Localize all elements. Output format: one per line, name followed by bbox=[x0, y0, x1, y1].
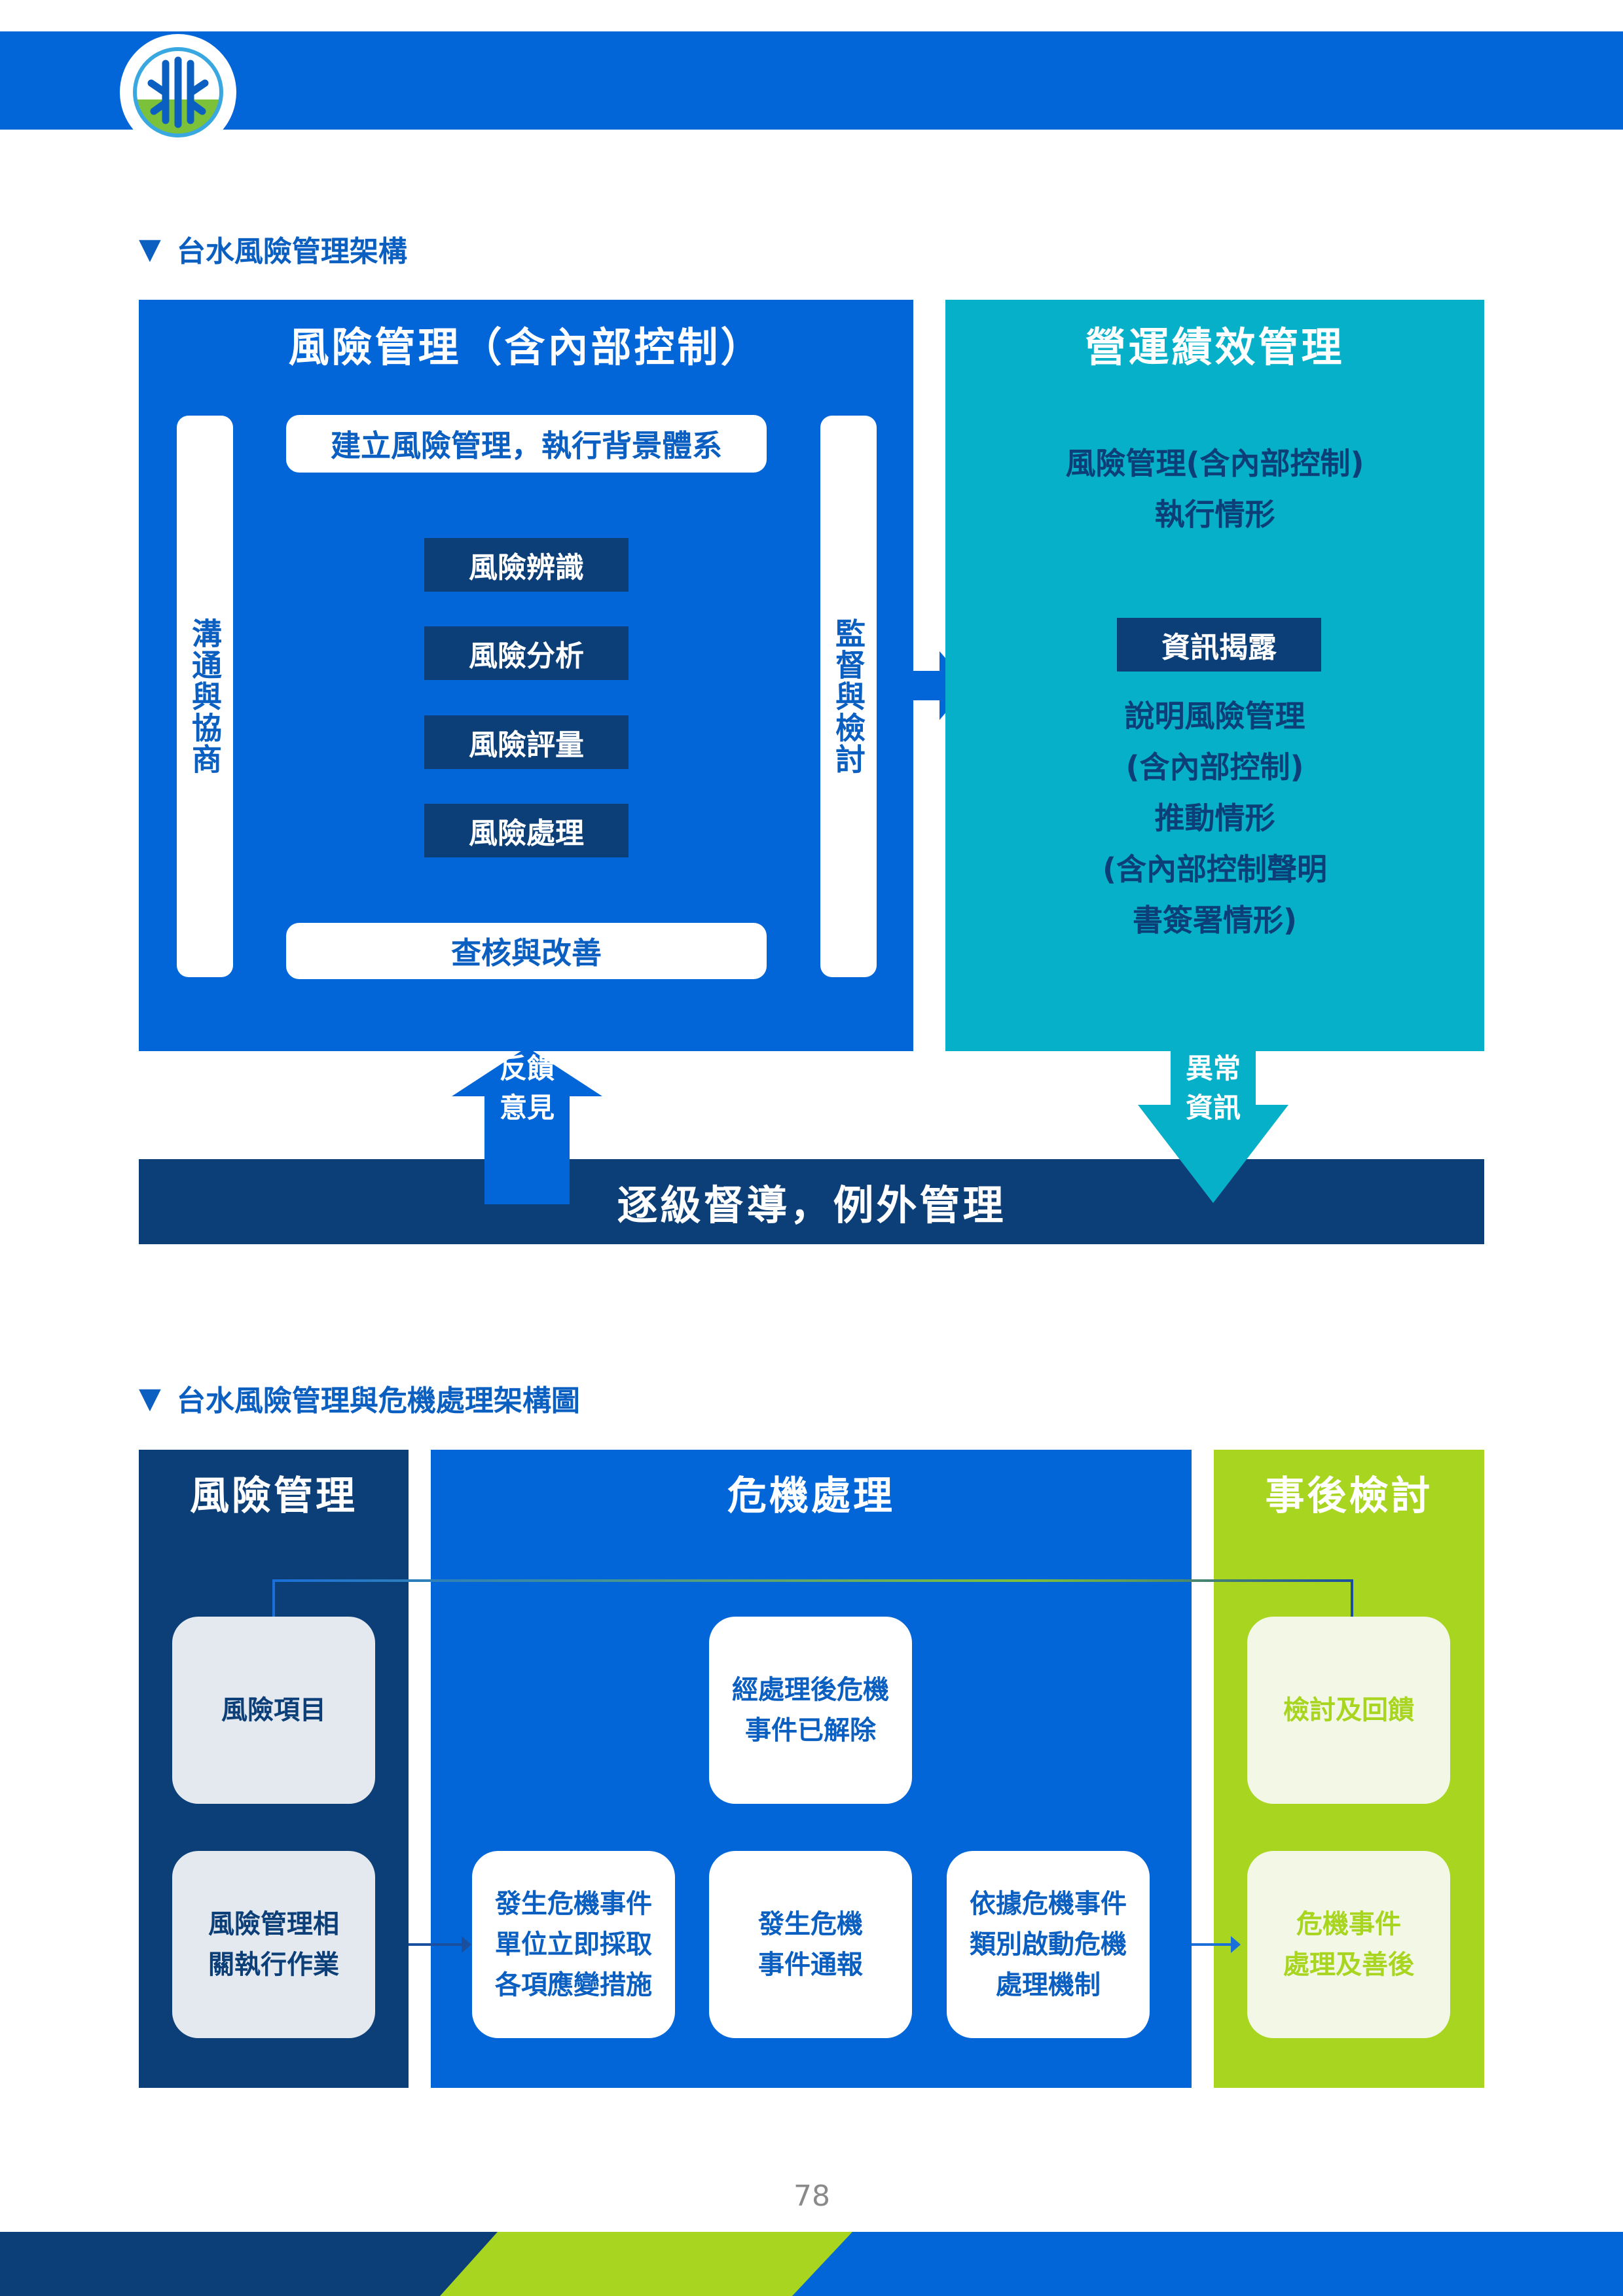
arrow-right-icon bbox=[913, 651, 969, 720]
col-crisis-title: 危機處理 bbox=[727, 1473, 895, 1519]
execution-status-line2: 執行情形 bbox=[1154, 497, 1275, 532]
crisis-mechanism-card: 依據危機事件 類別啟動危機 處理機制 bbox=[947, 1851, 1150, 2038]
disclosure-description: 說明風險管理 (含內部控制) 推動情形 (含內部控制聲明 書簽署情形) bbox=[945, 691, 1484, 946]
escalation-bar: 逐級督導，例外管理 bbox=[139, 1159, 1484, 1244]
disclosure-line: 推動情形 bbox=[1154, 800, 1275, 836]
emergency-measures-card: 發生危機事件 單位立即採取 各項應變措施 bbox=[472, 1851, 675, 2038]
step-analysis: 風險分析 bbox=[424, 626, 629, 680]
establish-system-pill: 建立風險管理，執行背景體系 bbox=[286, 415, 767, 473]
footer-band bbox=[0, 2232, 1623, 2296]
disclosure-line: (含內部控制聲明 bbox=[1102, 852, 1328, 887]
abnormal-info-label: 異常 資訊 bbox=[1185, 1052, 1241, 1124]
arrow-up-icon bbox=[452, 1047, 602, 1204]
review-feedback-card: 檢討及回饋 bbox=[1247, 1617, 1450, 1804]
page-number: 78 bbox=[793, 2179, 830, 2213]
audit-improvement-pill: 查核與改善 bbox=[286, 923, 767, 979]
crisis-resolved-card: 經處理後危機 事件已解除 bbox=[709, 1617, 912, 1804]
step-treatment: 風險處理 bbox=[424, 804, 629, 857]
disclosure-line: (含內部控制) bbox=[1125, 749, 1304, 785]
framework2-heading: ▼ 台水風險管理與危機處理架構圖 bbox=[139, 1381, 580, 1418]
arrow-down-icon bbox=[1138, 1051, 1288, 1203]
risk-management-title: 風險管理（含內部控制） bbox=[288, 323, 764, 371]
risk-operations-card: 風險管理相 關執行作業 bbox=[172, 1851, 375, 2038]
aftermath-card: 危機事件 處理及善後 bbox=[1247, 1851, 1450, 2038]
triangle-down-icon: ▼ bbox=[139, 1381, 161, 1415]
risk-items-card: 風險項目 bbox=[172, 1617, 375, 1804]
disclosure-label: 資訊揭露 bbox=[1117, 618, 1321, 672]
performance-management-title: 營運績效管理 bbox=[1085, 323, 1345, 371]
feedback-label: 反饋 意見 bbox=[499, 1052, 555, 1124]
header-band bbox=[0, 31, 1623, 130]
col-review-title: 事後檢討 bbox=[1265, 1473, 1433, 1519]
col-risk-title: 風險管理 bbox=[190, 1473, 357, 1519]
performance-management-box bbox=[945, 300, 1484, 1051]
monitoring-pill: 監督與檢討 bbox=[820, 416, 877, 977]
triangle-down-icon: ▼ bbox=[139, 232, 161, 266]
water-drop-logo-icon bbox=[120, 34, 236, 151]
disclosure-line: 說明風險管理 bbox=[1124, 698, 1305, 734]
disclosure-line: 書簽署情形) bbox=[1132, 903, 1298, 938]
communication-pill: 溝通與協商 bbox=[177, 416, 233, 977]
execution-status-line1: 風險管理(含內部控制) bbox=[1065, 446, 1364, 481]
step-evaluation: 風險評量 bbox=[424, 715, 629, 769]
step-identification: 風險辨識 bbox=[424, 538, 629, 592]
crisis-notification-card: 發生危機 事件通報 bbox=[709, 1851, 912, 2038]
framework1-heading: ▼ 台水風險管理架構 bbox=[139, 232, 407, 269]
